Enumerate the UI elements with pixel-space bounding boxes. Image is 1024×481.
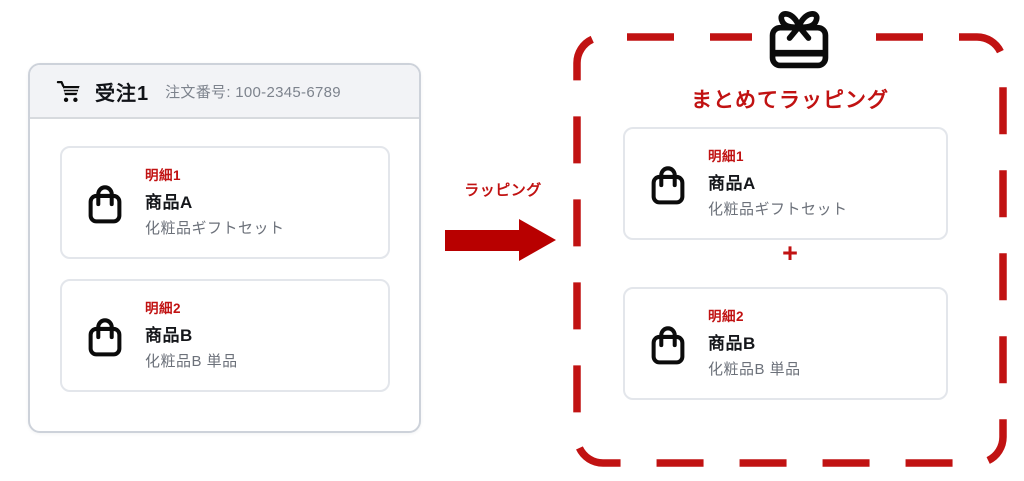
item-desc: 化粧品B 単品 [145, 352, 238, 370]
shopping-bag-icon [645, 164, 691, 210]
order-number: 注文番号: 100-2345-6789 [165, 83, 341, 101]
shopping-bag-icon [645, 324, 691, 370]
item-desc: 化粧品ギフトセット [145, 219, 285, 237]
item-badge: 明細1 [145, 167, 182, 183]
order-item-card-2: 明細2 商品B 化粧品B 単品 [60, 279, 390, 392]
item-desc: 化粧品ギフトセット [708, 200, 848, 218]
item-badge: 明細2 [145, 300, 182, 316]
arrow-label: ラッピング [464, 182, 542, 199]
item-name: 商品A [708, 173, 756, 193]
wrap-item-card-1: 明細1 商品A 化粧品ギフトセット [623, 127, 948, 240]
item-desc: 化粧品B 単品 [708, 360, 801, 378]
order-panel: 受注1 注文番号: 100-2345-6789 明細1 商品A 化粧品ギフトセッ… [28, 63, 421, 433]
order-item-card-1: 明細1 商品A 化粧品ギフトセット [60, 146, 390, 259]
shopping-cart-icon [56, 79, 82, 104]
wrap-panel: まとめてラッピング 明細1 商品A 化粧品ギフトセット + [570, 0, 1010, 481]
shopping-bag-icon [82, 183, 128, 229]
plus-sign: + [782, 238, 798, 268]
gift-box-icon [752, 2, 846, 76]
order-title: 受注1 [95, 82, 150, 105]
item-name: 商品B [145, 325, 193, 345]
shopping-bag-icon [82, 316, 128, 362]
wrapping-arrow [445, 230, 519, 251]
item-badge: 明細2 [708, 308, 745, 324]
wrapping-arrow-head [519, 219, 556, 261]
order-header: 受注1 注文番号: 100-2345-6789 [30, 65, 419, 119]
wrap-item-card-2: 明細2 商品B 化粧品B 単品 [623, 287, 948, 400]
item-badge: 明細1 [708, 148, 745, 164]
item-name: 商品A [145, 192, 193, 212]
item-name: 商品B [708, 333, 756, 353]
wrap-title: まとめてラッピング [691, 89, 889, 112]
